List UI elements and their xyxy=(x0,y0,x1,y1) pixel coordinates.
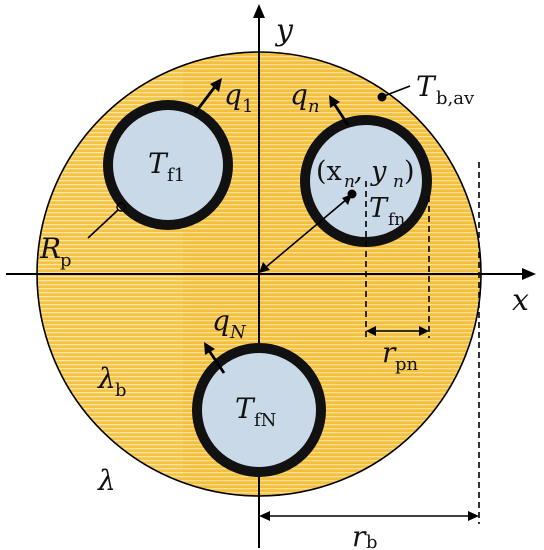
svg-text:b: b xyxy=(366,532,378,550)
lambda-b-label: λ b xyxy=(97,362,127,401)
qn-arrowhead xyxy=(329,95,340,108)
rb-label: r b xyxy=(352,520,378,550)
q1-arrowhead xyxy=(210,78,222,92)
svg-text:n: n xyxy=(308,96,320,117)
tb-av-leader xyxy=(383,85,411,97)
svg-text:pn: pn xyxy=(395,354,419,375)
tfn-label: T fn xyxy=(369,193,405,230)
svg-text:): ) xyxy=(404,156,415,187)
lambda-label: λ xyxy=(97,464,116,497)
svg-text:f1: f1 xyxy=(167,165,185,186)
pipe-1 xyxy=(103,100,233,230)
svg-text:r: r xyxy=(382,336,397,369)
svg-text:T: T xyxy=(416,70,437,103)
rpn-label: r pn xyxy=(382,336,419,375)
svg-text:(x: (x xyxy=(316,156,342,187)
svg-text:T: T xyxy=(369,193,389,224)
pipe-N xyxy=(192,343,326,477)
center-vector-arrowhead-n xyxy=(342,194,352,205)
y-axis-arrowhead xyxy=(253,4,265,18)
tfN-label: T fN xyxy=(235,392,276,431)
svg-text:r: r xyxy=(352,520,367,550)
center-vector xyxy=(265,198,348,268)
svg-text:b: b xyxy=(115,380,127,401)
q1-arrow xyxy=(193,83,219,114)
rpn-arrowhead-right xyxy=(419,326,429,336)
svg-text:q: q xyxy=(290,78,308,111)
svg-text:T: T xyxy=(235,392,256,425)
svg-text:fN: fN xyxy=(254,410,276,431)
tb-av-point xyxy=(377,92,387,102)
svg-text:T: T xyxy=(148,147,169,180)
x-axis-label: x xyxy=(512,283,529,318)
svg-text:λ: λ xyxy=(97,362,116,395)
svg-text:R: R xyxy=(39,232,61,265)
svg-text:1: 1 xyxy=(242,96,253,117)
svg-text:n: n xyxy=(344,172,355,192)
qN-arrow xyxy=(206,348,226,374)
x-axis-arrowhead xyxy=(522,268,536,280)
center-vector-arrowhead-origin xyxy=(259,262,270,273)
svg-text:N: N xyxy=(229,322,247,343)
rb-arrowhead-right xyxy=(468,511,479,521)
rpn-arrowhead-left xyxy=(366,326,376,336)
svg-text:p: p xyxy=(60,250,72,271)
center-n-label: (x n , y n ) xyxy=(316,156,415,192)
tf1-label: T f1 xyxy=(148,147,185,186)
qn-label: q n xyxy=(290,78,320,117)
svg-text:n: n xyxy=(393,172,404,192)
qN-arrowhead xyxy=(204,342,215,355)
rb-arrowhead-left xyxy=(259,511,270,521)
svg-text:q: q xyxy=(212,304,230,337)
rp-marker xyxy=(116,202,126,212)
svg-text:λ: λ xyxy=(97,464,116,497)
q1-label: q 1 xyxy=(224,78,253,117)
y-axis-label: y xyxy=(274,13,294,48)
qn-arrow xyxy=(331,101,350,126)
svg-text:fn: fn xyxy=(388,210,405,230)
qN-label: q N xyxy=(212,304,247,343)
svg-text:b,av: b,av xyxy=(436,88,475,109)
rp-label: R p xyxy=(39,232,72,271)
rp-leader xyxy=(87,209,119,239)
svg-text:q: q xyxy=(224,78,242,111)
svg-text:, y: , y xyxy=(354,156,387,187)
tb-av-label: T b,av xyxy=(416,70,475,109)
